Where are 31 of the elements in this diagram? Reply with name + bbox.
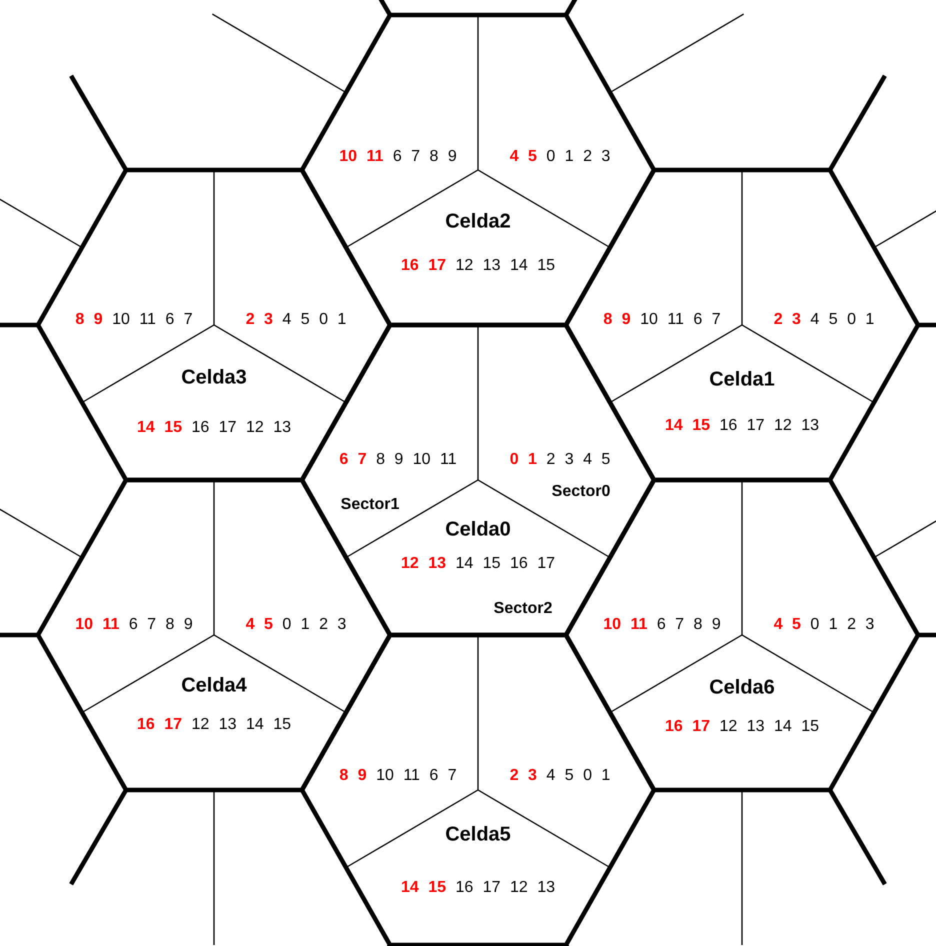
channel-numbers: 10 11 6 7 8 9	[75, 616, 193, 634]
cell-name: Celda0	[445, 518, 511, 542]
channel-numbers: 4 5 0 1 2 3	[774, 616, 874, 634]
channel-numbers: 2 3 4 5 0 1	[246, 311, 346, 329]
channel-numbers: 0 1 2 3 4 5	[510, 451, 610, 469]
channel-numbers: 10 11 6 7 8 9	[339, 148, 457, 166]
channel-numbers: 14 15 16 17 12 13	[401, 879, 555, 897]
channel-numbers: 16 17 12 13 14 15	[137, 716, 291, 734]
channel-numbers: 14 15 16 17 12 13	[665, 417, 819, 435]
sector-label: Sector1	[340, 496, 400, 514]
channel-numbers: 8 9 10 11 6 7	[603, 311, 721, 329]
cell-name: Celda1	[709, 368, 775, 392]
cell-name: Celda3	[181, 366, 247, 390]
channel-numbers: 10 11 6 7 8 9	[603, 616, 721, 634]
channel-numbers: 4 5 0 1 2 3	[510, 148, 610, 166]
channel-numbers: 2 3 4 5 0 1	[510, 767, 610, 785]
channel-numbers: 16 17 12 13 14 15	[665, 718, 819, 736]
channel-numbers: 8 9 10 11 6 7	[339, 767, 457, 785]
channel-numbers: 8 9 10 11 6 7	[75, 311, 193, 329]
sector-label: Sector0	[552, 483, 610, 501]
cell-name: Celda4	[181, 674, 247, 698]
channel-numbers: 6 7 8 9 10 11	[339, 451, 457, 469]
cell-name: Celda5	[445, 824, 511, 846]
cell-name: Celda6	[709, 676, 775, 700]
channel-numbers: 2 3 4 5 0 1	[774, 311, 874, 329]
channel-numbers: 16 17 12 13 14 15	[401, 257, 555, 275]
channel-numbers: 14 15 16 17 12 13	[137, 419, 291, 437]
channel-numbers: 4 5 0 1 2 3	[246, 616, 346, 634]
cell-name: Celda2	[445, 210, 511, 234]
channel-numbers: 12 13 14 15 16 17	[401, 555, 555, 573]
sector-label: Sector2	[494, 600, 552, 618]
